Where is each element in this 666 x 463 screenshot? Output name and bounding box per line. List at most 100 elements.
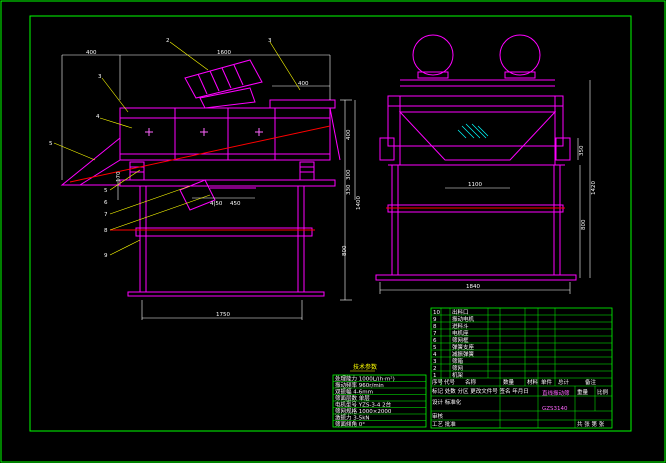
part-name-6: 筛网框	[452, 336, 469, 344]
dim-v1400: 1400	[356, 196, 362, 210]
part-name-5: 弹簧支座	[452, 343, 475, 351]
part-no-6: 6	[433, 338, 437, 344]
balloon-5b: 5	[104, 188, 108, 194]
tech-row-3: 双振幅 4-6mm	[335, 388, 373, 396]
dim-450: 450	[230, 201, 241, 207]
balloon-4: 4	[96, 114, 100, 120]
discharge-chute	[269, 99, 336, 109]
dim-1600: 1600	[217, 50, 231, 56]
inner-frame	[29, 15, 632, 432]
part-no-9: 9	[433, 317, 437, 323]
tech-row-2: 振动频率 960r/min	[335, 381, 384, 389]
tech-row-4: 筛面层数 单层	[335, 394, 370, 402]
drawing-no: GZS3140	[542, 406, 568, 412]
part-no-4: 4	[433, 352, 437, 358]
dim-v1420: 1420	[591, 181, 597, 195]
part-name-2: 筛网	[452, 364, 464, 372]
balloon-numbers: 2 3 3 4 5 5 6 7 8 9	[49, 38, 272, 259]
tech-row-6: 筛网规格 1000×2000	[335, 407, 392, 415]
dim-v170: 170	[116, 171, 122, 182]
tech-row-5: 电机型号 YZS-3-4 2台	[335, 401, 392, 409]
balloon-5a: 5	[49, 141, 53, 147]
part-name-8: 进料斗	[452, 322, 469, 330]
front-dimension-text: 400 1600 400 4|50 450 1750 400 300 170 1…	[86, 50, 362, 318]
part-no-2: 2	[433, 366, 437, 372]
weight-label: 重量	[577, 388, 589, 396]
leader-lines	[53, 41, 301, 256]
part-name-4: 减振弹簧	[452, 350, 475, 358]
part-no-3: 3	[433, 359, 437, 365]
balloon-7: 7	[104, 212, 108, 218]
balloon-3a: 3	[268, 38, 272, 44]
tech-row-1: 处理能力 1000L/(h·m²)	[335, 375, 395, 383]
tech-row-7: 激振力 3-5kN	[335, 414, 370, 422]
hdr-name: 名称	[465, 378, 477, 386]
sign-row-3: 审核	[432, 412, 444, 420]
part-no-8: 8	[433, 324, 437, 330]
tech-params: 技术参数 处理能力 1000L/(h·m²) 振动频率 960r/min 双振幅…	[332, 363, 427, 428]
spring-left	[129, 161, 145, 181]
dim-1100: 1100	[468, 182, 482, 188]
hdr-code: 代号	[444, 378, 456, 386]
motor-left	[412, 34, 454, 76]
hdr-remark: 备注	[585, 378, 597, 386]
dim-v800: 800	[342, 245, 348, 256]
sign-row-1: 标记 处数 分区 更改文件号 签名 年月日	[432, 387, 529, 395]
ratio-label: 比例	[597, 388, 609, 396]
front-view	[60, 59, 341, 297]
balloon-9: 9	[104, 253, 108, 259]
sign-row-4: 工艺 批准	[432, 420, 456, 428]
hdr-unit: 单件	[541, 378, 553, 386]
sheet-label: 共 张 第 张	[577, 420, 605, 428]
balloon-3b: 3	[98, 74, 102, 80]
drawing-name: 直线振动筛	[542, 389, 570, 397]
side-view	[375, 34, 577, 281]
part-name-3: 筛箱	[452, 357, 464, 365]
title-block: 10 出料口 9 振动电机 8 进料斗 7 电机座 6 筛网框 5 弹簧支座 4…	[430, 307, 613, 429]
front-crosshairs	[145, 128, 263, 136]
balloon-2: 2	[166, 38, 170, 44]
dim-1750: 1750	[216, 312, 230, 318]
side-mesh	[457, 123, 489, 139]
side-box	[387, 95, 564, 147]
dim-400-right: 400	[298, 81, 309, 87]
motor-right	[499, 34, 541, 76]
side-hopper	[398, 111, 557, 161]
dim-side-v800: 800	[581, 219, 587, 230]
dim-1840: 1840	[466, 284, 480, 290]
dim-v400: 400	[346, 129, 352, 140]
part-no-1: 1	[433, 373, 437, 379]
vibration-motor	[184, 59, 263, 99]
sign-row-2: 设计 标准化	[432, 398, 462, 406]
part-name-7: 电机座	[452, 329, 469, 337]
spring-right	[299, 161, 315, 181]
support-beam	[119, 179, 336, 187]
hdr-total: 总计	[558, 378, 570, 386]
dim-4-50: 4|50	[210, 201, 223, 207]
part-no-7: 7	[433, 331, 437, 337]
balloon-8: 8	[104, 228, 108, 234]
front-centerlines	[69, 125, 331, 231]
part-no-5: 5	[433, 345, 437, 351]
balloon-6: 6	[104, 200, 108, 206]
tech-row-8: 筛面倾角 0°	[335, 420, 365, 428]
tech-params-title: 技术参数	[353, 363, 377, 371]
part-name-1: 机架	[452, 371, 464, 379]
front-dimension-lines	[61, 54, 356, 320]
side-dimension-lines	[379, 80, 591, 294]
part-name-10: 出料口	[452, 308, 469, 316]
dim-400-left: 400	[86, 50, 97, 56]
dim-v300: 300	[346, 169, 352, 180]
hdr-seq: 序号	[432, 378, 444, 386]
motor-base	[199, 87, 256, 109]
hdr-material: 材料	[527, 378, 539, 386]
dim-v350: 350	[579, 145, 585, 156]
part-name-9: 振动电机	[452, 315, 475, 323]
screen-box	[119, 107, 331, 161]
part-no-10: 10	[433, 310, 440, 316]
hdr-qty: 数量	[503, 378, 515, 386]
dim-v330: 330	[346, 184, 352, 195]
cross-beam	[135, 227, 313, 237]
